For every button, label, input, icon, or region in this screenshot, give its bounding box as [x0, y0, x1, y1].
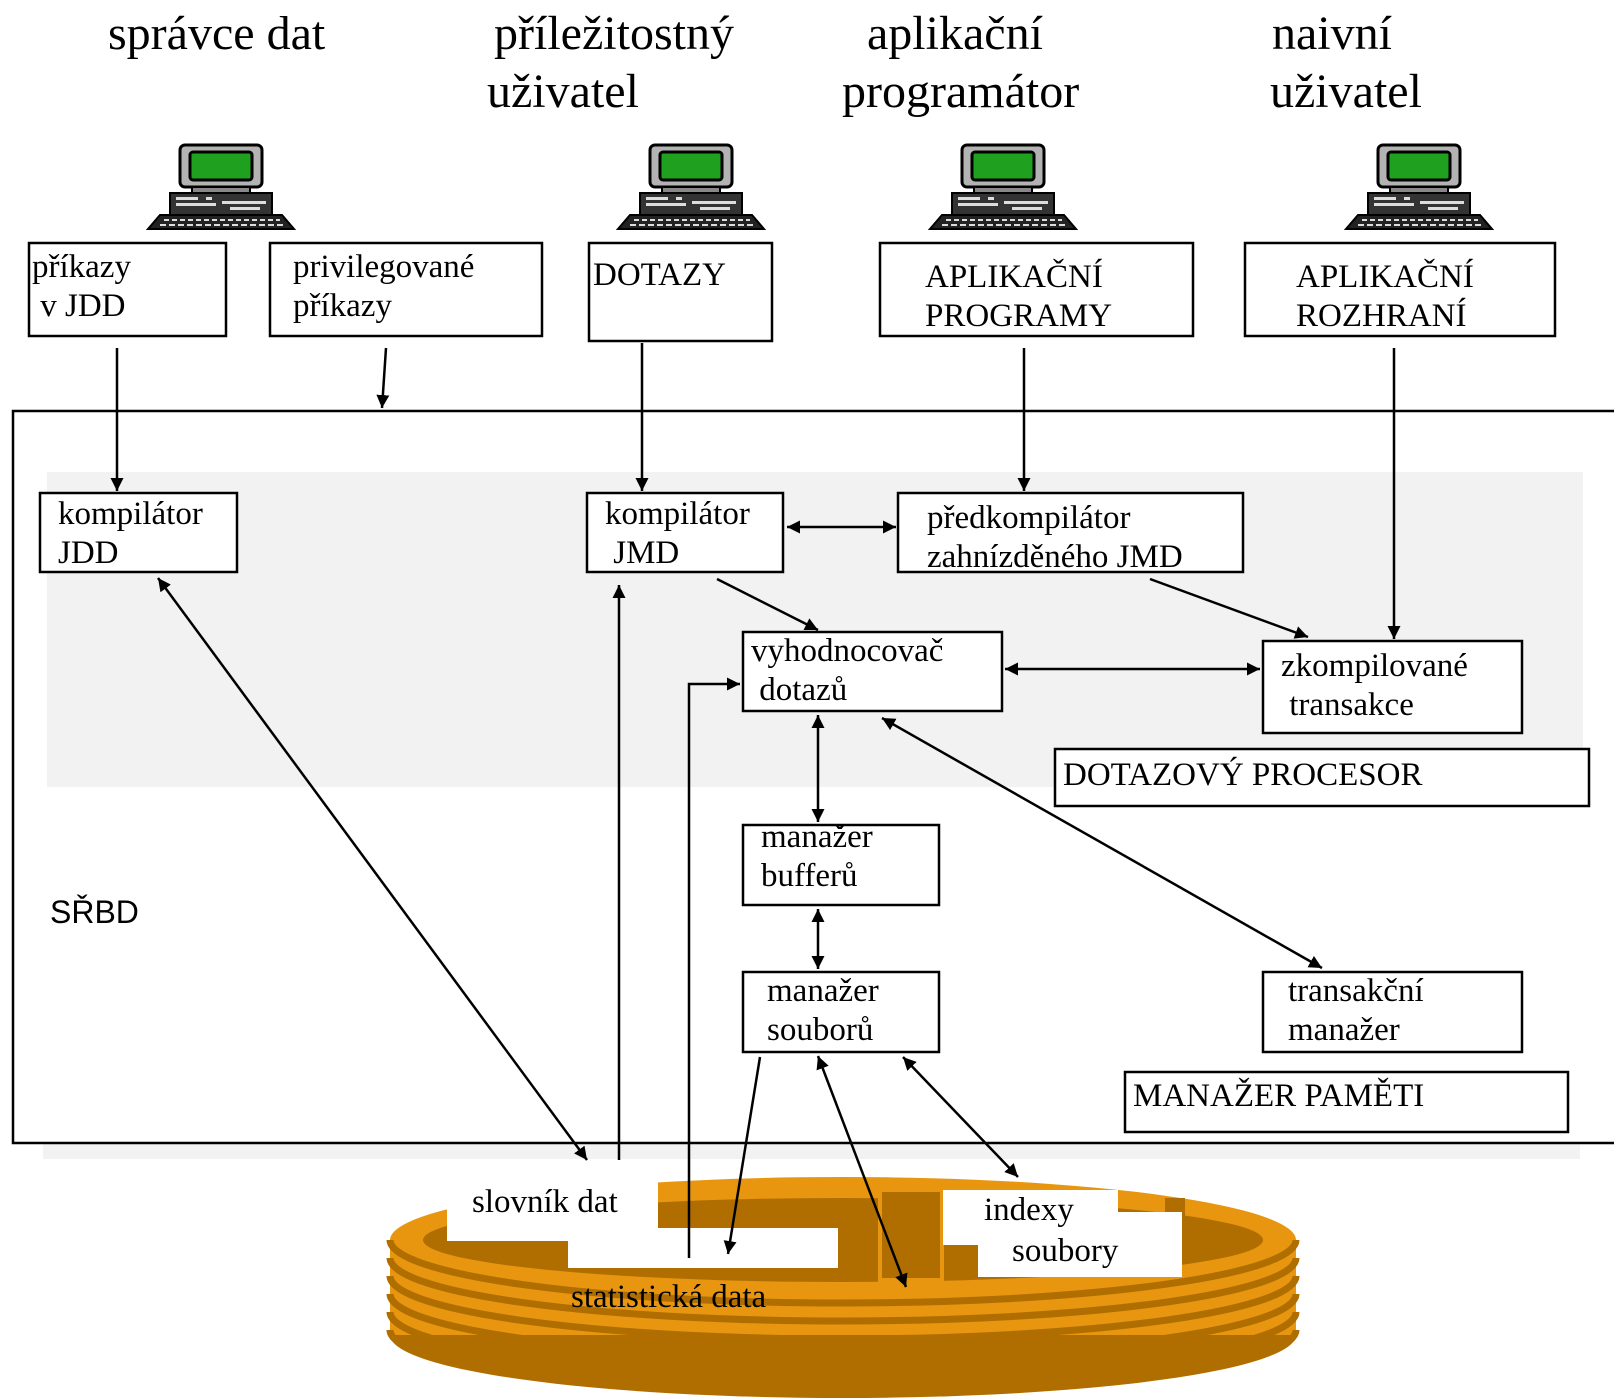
- file-manager-box: [741, 970, 941, 1054]
- arrow-ddl-compiler-dictionary: [156, 577, 589, 1161]
- dml-compiler-label: kompilátor JMD: [605, 496, 750, 571]
- user-naive-label-2: uživatel: [1270, 65, 1422, 118]
- query-evaluator-label: vyhodnocovač dotazů: [751, 633, 944, 708]
- arrow-file-indexes: [902, 1056, 1019, 1178]
- arrow-statistics-to-evaluator: [687, 677, 740, 1258]
- storage-manager-label-box: [1123, 1070, 1570, 1134]
- ddl-commands-label: příkazy v JDD: [32, 249, 131, 324]
- compiled-transactions-box: [1261, 639, 1524, 735]
- arrow-file-to-statistics: [723, 1056, 762, 1255]
- arrow-file-disk: [816, 1055, 908, 1288]
- application-interface-box: [1243, 241, 1557, 338]
- dml-compiler-box: [585, 491, 785, 574]
- dbms-label: SŘBD: [50, 894, 139, 930]
- arrow-dml-to-evaluator: [716, 577, 819, 632]
- compiled-transactions-label: zkompilované transakce: [1281, 648, 1468, 723]
- user-data-admin-label: správce dat: [108, 7, 326, 60]
- queries-label: DOTAZY: [593, 257, 726, 293]
- transaction-manager-box: [1261, 970, 1524, 1054]
- storage-shadow-band: [43, 1143, 1580, 1159]
- statistics-label: statistická data: [571, 1279, 767, 1315]
- arrow-evaluator-transaction: [881, 716, 1323, 970]
- user-casual-label-2: uživatel: [487, 65, 639, 118]
- privileged-commands-box: [268, 241, 544, 338]
- terminal-icon: [616, 143, 766, 231]
- dbms-frame: [11, 409, 1614, 1145]
- arrow-precompiler-to-compiled: [1149, 577, 1309, 639]
- files-label: soubory: [1012, 1233, 1119, 1269]
- user-casual-label: příležitostný: [494, 7, 734, 60]
- terminal-icon: [146, 143, 296, 231]
- terminal-icon: [1344, 143, 1494, 231]
- user-naive-label: naivní: [1272, 7, 1392, 60]
- data-dictionary-label: slovník dat: [472, 1184, 618, 1220]
- ddl-compiler-box: [38, 491, 239, 574]
- query-processor-label: DOTAZOVÝ PROCESOR: [1063, 757, 1423, 793]
- user-app-programmer-label: aplikační: [867, 7, 1043, 60]
- arrow-privileged-to-dbms: [376, 347, 390, 409]
- indexes-label: indexy: [984, 1192, 1074, 1228]
- queries-box: [587, 241, 774, 343]
- precompiler-box: [896, 491, 1245, 574]
- storage-manager-label: MANAŽER PAMĚTI: [1133, 1078, 1425, 1114]
- query-evaluator-box: [741, 630, 1004, 713]
- ddl-commands-box: [27, 241, 228, 338]
- user-app-programmer-label-2: programátor: [842, 65, 1080, 118]
- application-programs-box: [878, 241, 1195, 338]
- terminal-icon: [928, 143, 1078, 231]
